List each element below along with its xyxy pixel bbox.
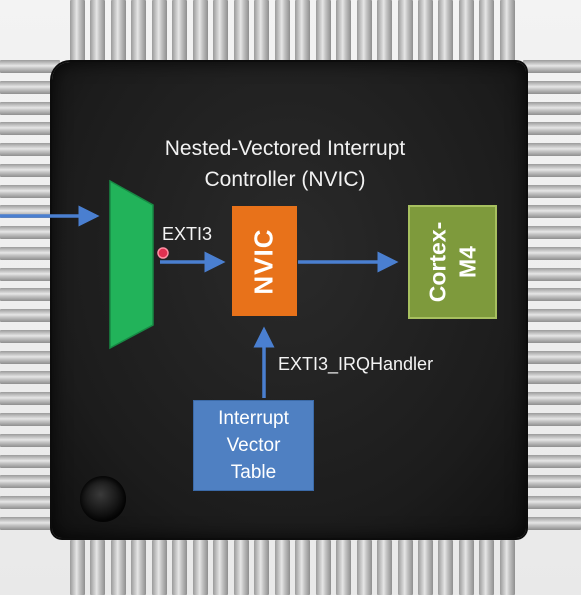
title-line-1: Nested-Vectored Interrupt [164, 137, 406, 160]
multiplexer-shape [109, 179, 154, 350]
exti3-signal-dot [157, 247, 169, 259]
right-pins [523, 60, 581, 530]
nvic-label: NVIC [249, 227, 279, 295]
ivt-label-line-1: Interrupt [218, 408, 289, 429]
exti3-label: EXTI3 [162, 224, 213, 244]
title-line-2: Controller (NVIC) [204, 168, 366, 191]
top-pins [70, 0, 515, 62]
cortex-m4-block: Cortex- M4 [408, 205, 497, 319]
irq-handler-label: EXTI3_IRQHandler [278, 354, 434, 374]
ivt-label-line-3: Table [230, 462, 277, 483]
left-pins [0, 60, 60, 530]
bottom-pins [70, 540, 515, 595]
nvic-title: Nested-Vectored Interrupt Controller (NV… [120, 133, 450, 195]
cortex-label-line-1: Cortex- [424, 221, 451, 303]
cortex-label-line-2: M4 [454, 246, 481, 278]
ivt-label-line-2: Vector [226, 435, 281, 456]
interrupt-vector-table-block: Interrupt Vector Table [193, 400, 314, 491]
pin1-marker [80, 476, 126, 522]
nvic-block: NVIC [232, 206, 297, 316]
